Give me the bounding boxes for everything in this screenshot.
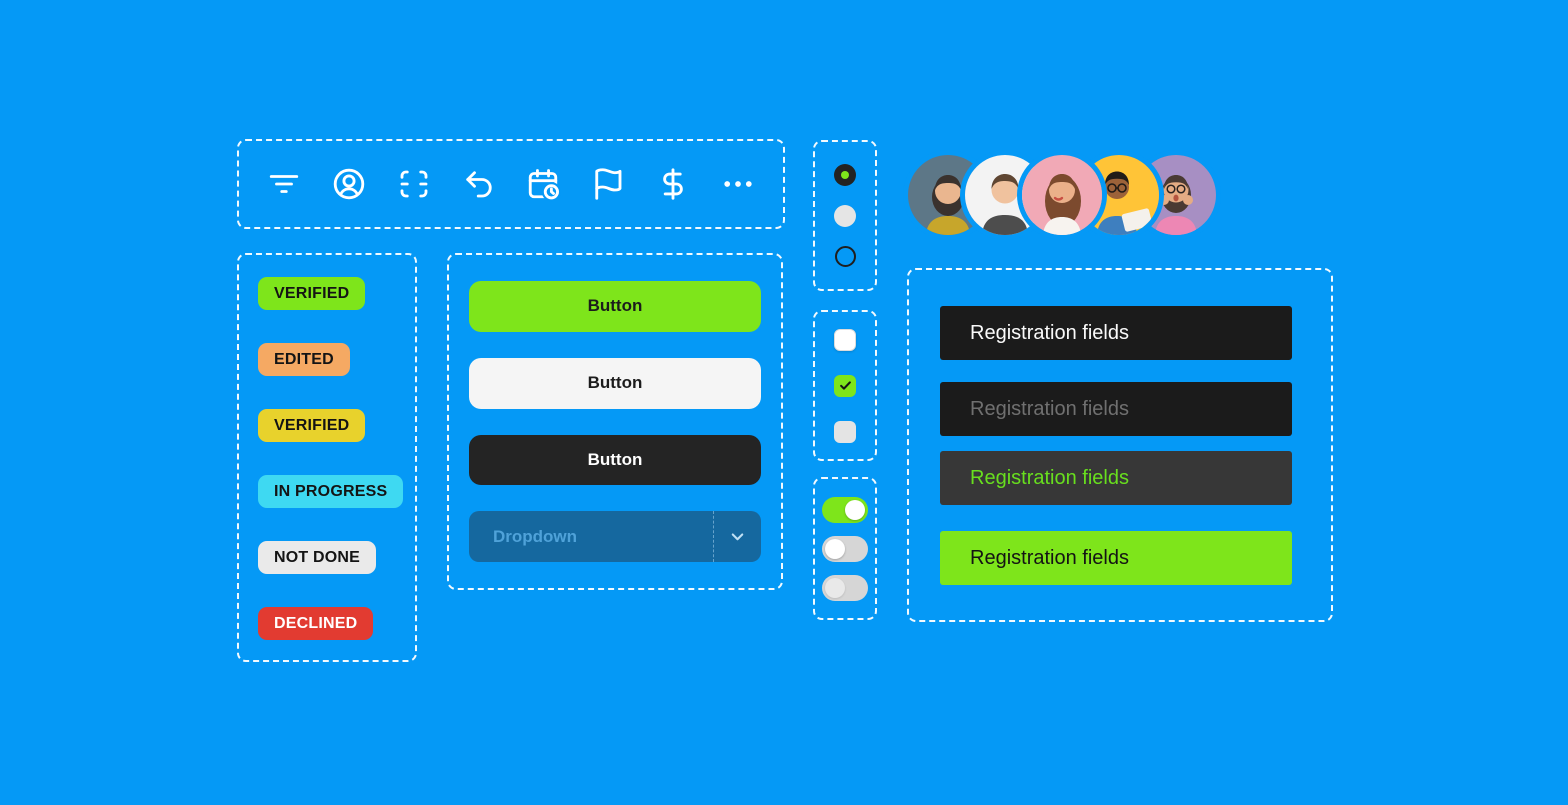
- radio-group: [813, 140, 877, 291]
- avatar-illustration: [1022, 155, 1102, 235]
- primary-button[interactable]: Button: [469, 281, 761, 332]
- registration-field-placeholder[interactable]: Registration fields: [940, 382, 1292, 436]
- flag-button[interactable]: [589, 165, 627, 203]
- toggle-off[interactable]: [822, 535, 868, 562]
- user-button[interactable]: [330, 165, 368, 203]
- status-badge-declined: DECLINED: [258, 607, 374, 640]
- toggle-on[interactable]: [822, 496, 868, 523]
- registration-field-active[interactable]: Registration fields: [940, 451, 1292, 505]
- more-options-button[interactable]: [719, 165, 757, 203]
- scan-icon: [400, 170, 428, 198]
- dropdown[interactable]: Dropdown: [469, 511, 761, 562]
- radio-selected[interactable]: [834, 164, 856, 186]
- filter-button[interactable]: [265, 165, 303, 203]
- user-icon: [333, 168, 365, 200]
- undo-button[interactable]: [460, 165, 498, 203]
- secondary-button[interactable]: Button: [469, 357, 761, 409]
- dollar-icon: [663, 168, 683, 200]
- checkmark-icon: [839, 381, 851, 390]
- status-badges-group: VERIFIED EDITED VERIFIED IN PROGRESS NOT…: [237, 253, 417, 662]
- radio-disabled[interactable]: [834, 205, 856, 227]
- registration-fields-group: Registration fields Registration fields …: [907, 268, 1333, 622]
- status-badge-not-done: NOT DONE: [258, 541, 377, 574]
- checkbox-unchecked[interactable]: [834, 328, 856, 351]
- registration-field-filled[interactable]: Registration fields: [940, 306, 1292, 360]
- toggle-knob: [825, 538, 845, 559]
- calendar-clock-button[interactable]: [524, 165, 562, 203]
- status-badge-verified: VERIFIED: [258, 277, 366, 310]
- avatar-stack: [908, 155, 1216, 235]
- dollar-button[interactable]: [654, 165, 692, 203]
- status-badge-verified-yellow: VERIFIED: [258, 409, 366, 442]
- undo-icon: [465, 171, 492, 198]
- ellipsis-icon: [724, 181, 752, 187]
- chevron-down-icon: [731, 533, 744, 541]
- radio-unselected[interactable]: [834, 246, 856, 267]
- avatar-woman-winking[interactable]: [1022, 155, 1102, 235]
- dropdown-caret-button[interactable]: [713, 511, 761, 562]
- status-badge-edited: EDITED: [258, 343, 350, 376]
- calendar-clock-icon: [529, 169, 562, 202]
- scan-button[interactable]: [395, 165, 433, 203]
- dropdown-label: Dropdown: [493, 526, 578, 546]
- filter-icon: [269, 175, 299, 193]
- dark-button[interactable]: Button: [469, 434, 761, 486]
- checkbox-disabled[interactable]: [834, 420, 856, 443]
- status-badge-in-progress: IN PROGRESS: [258, 475, 404, 508]
- toggle-knob: [845, 499, 865, 520]
- toggle-disabled[interactable]: [822, 574, 868, 601]
- checkbox-checked[interactable]: [834, 374, 856, 397]
- toggle-knob: [825, 577, 845, 598]
- checkbox-group: [813, 310, 877, 461]
- toolbar-group: [237, 139, 785, 229]
- buttons-group: Button Button Button Dropdown: [447, 253, 783, 590]
- toggle-group: [813, 477, 877, 620]
- flag-icon: [595, 168, 622, 200]
- radio-selected-dot: [841, 171, 849, 179]
- registration-field-success[interactable]: Registration fields: [940, 531, 1292, 585]
